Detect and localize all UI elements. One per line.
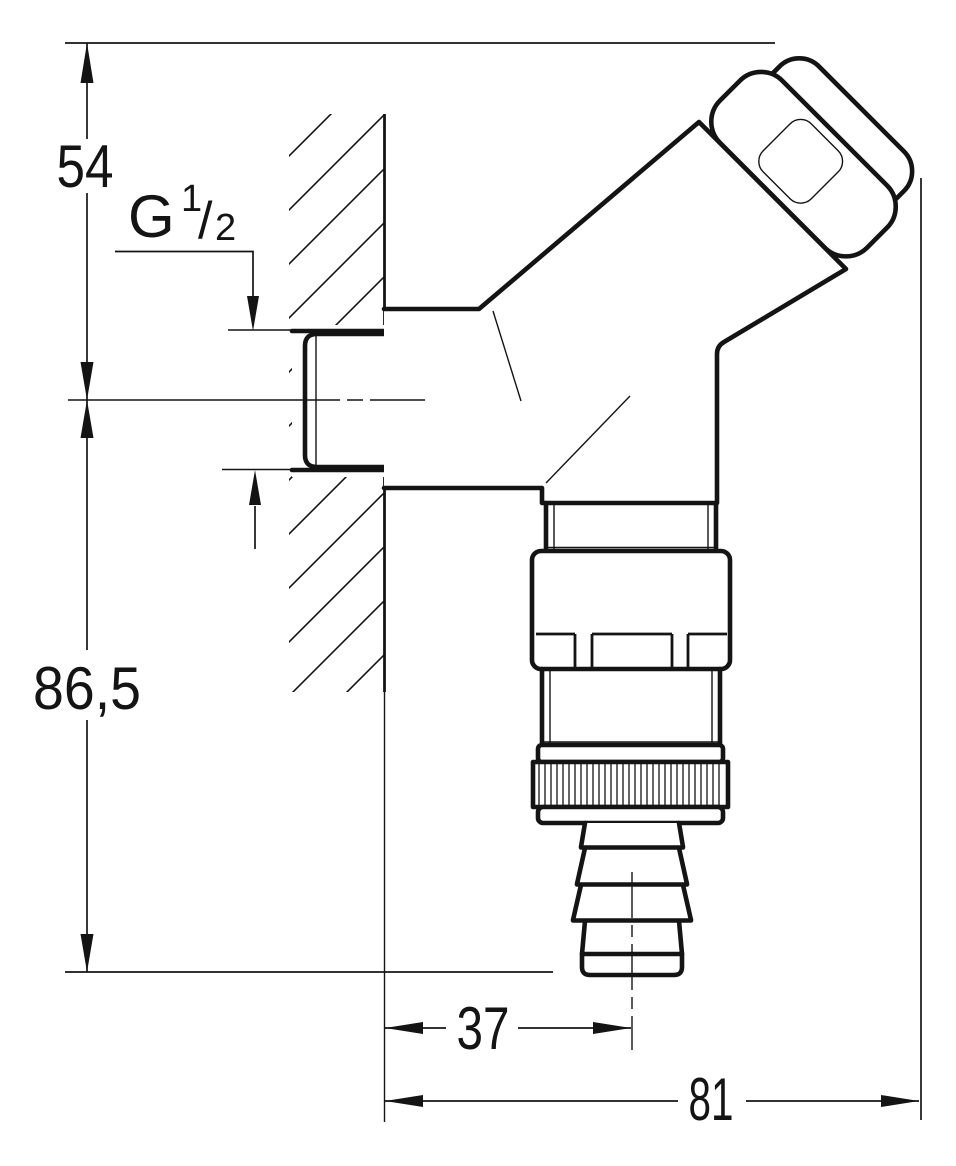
hatch-line [289,114,385,212]
thread-label-slash: / [198,192,213,250]
thread-callout: G 1 / 2 [115,178,292,549]
arrowhead-right [593,1022,631,1034]
hatch-line [289,490,385,590]
hatch-line [285,703,390,808]
outlet-cylinder-upper [543,500,719,554]
coupling-top-band [535,742,726,765]
thread-nipple [289,325,387,477]
knurl-lines [538,763,720,806]
dimension-81-label: 81 [689,1066,734,1133]
outlet-cylinder-lower [539,666,723,749]
knob-screw-cover [758,118,844,204]
nipple-mask [292,325,385,477]
dimension-37: 37 [385,995,631,1062]
hatch-line [291,598,385,692]
hatch-line [289,166,385,266]
body-inner-edge-1 [492,310,522,402]
leader-arrowhead-up [249,470,261,505]
body-inner-edge-2 [545,395,631,484]
dimension-54: 54 [57,42,775,400]
body-fill [384,122,846,503]
hatch-line [289,220,385,320]
thread-label-numerator: 1 [181,178,202,220]
hatch-line [285,1,390,106]
arrowhead-left [385,1022,423,1034]
dimension-86-5: 86,5 [33,400,553,973]
arrowhead-down2 [80,934,94,972]
hatch-line [289,114,333,158]
knurled-coupling [530,742,731,826]
coupling-bottom-band [535,804,726,826]
dimension-81: 81 [385,178,922,1133]
arrowhead-right2 [881,1095,919,1107]
barb-ribs [570,820,694,957]
union-nut-body [529,548,733,672]
hatch-line [289,544,385,644]
arrowhead-up [80,43,94,83]
leader-arrowhead-down [247,296,259,331]
thread-label-denominator: 2 [215,207,236,249]
dimension-37-label: 37 [457,995,510,1062]
union-nut [529,548,733,672]
leader-line [115,250,254,300]
thread-label-g: G [128,183,175,250]
arrowhead-left2 [385,1095,423,1107]
hatch-line [345,652,385,692]
nut-castellation-slots [573,634,690,667]
dimension-54-label: 54 [57,133,114,200]
arrowhead-down [80,362,94,400]
arrowhead-up2 [80,400,94,438]
coupling-knurl-band [530,759,731,810]
dimension-86-5-label: 86,5 [33,655,141,722]
